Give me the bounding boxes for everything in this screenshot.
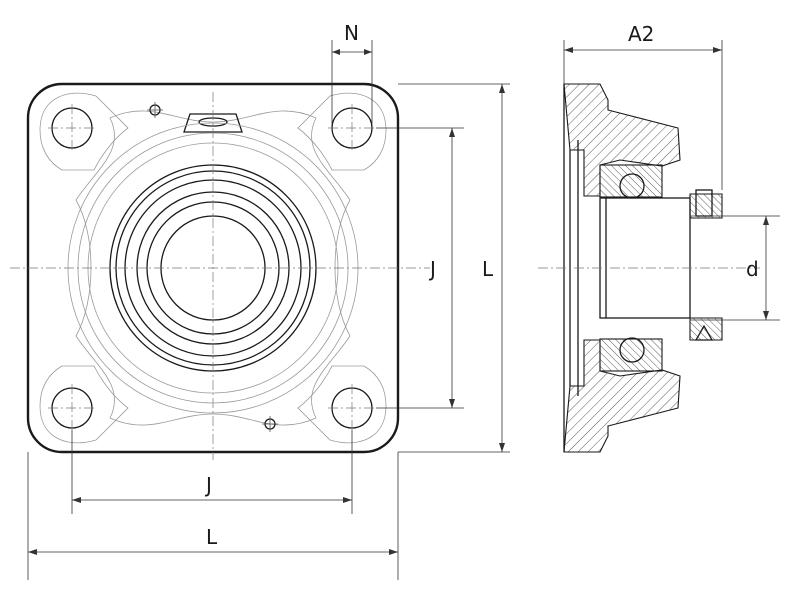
label-L-vertical: L bbox=[482, 257, 494, 281]
label-N: N bbox=[344, 21, 359, 45]
outer-ring-upper bbox=[599, 164, 663, 198]
outer-ring-lower bbox=[599, 338, 663, 372]
housing-section-lower bbox=[563, 339, 681, 453]
inner-ring-lower bbox=[600, 317, 723, 341]
label-J-vertical: J bbox=[428, 257, 436, 281]
marker-top bbox=[147, 102, 163, 118]
label-L-horizontal: L bbox=[206, 525, 218, 549]
housing-section-upper bbox=[563, 83, 681, 197]
bore-side bbox=[599, 197, 691, 319]
label-A2: A2 bbox=[628, 22, 654, 46]
lug-top-right bbox=[297, 92, 387, 171]
lug-bottom-right bbox=[297, 365, 387, 444]
dimension-lines bbox=[27, 40, 780, 580]
ball-lower bbox=[619, 337, 645, 363]
side-view bbox=[538, 83, 760, 453]
front-view bbox=[10, 82, 430, 460]
label-d: d bbox=[746, 257, 759, 281]
marker-bottom bbox=[262, 416, 278, 432]
lug-bottom-left bbox=[39, 365, 129, 444]
lug-top-left bbox=[39, 92, 129, 171]
set-screw-lower bbox=[694, 324, 714, 341]
label-J-horizontal: J bbox=[204, 473, 212, 497]
bolt-hole-centerlines bbox=[48, 104, 376, 432]
